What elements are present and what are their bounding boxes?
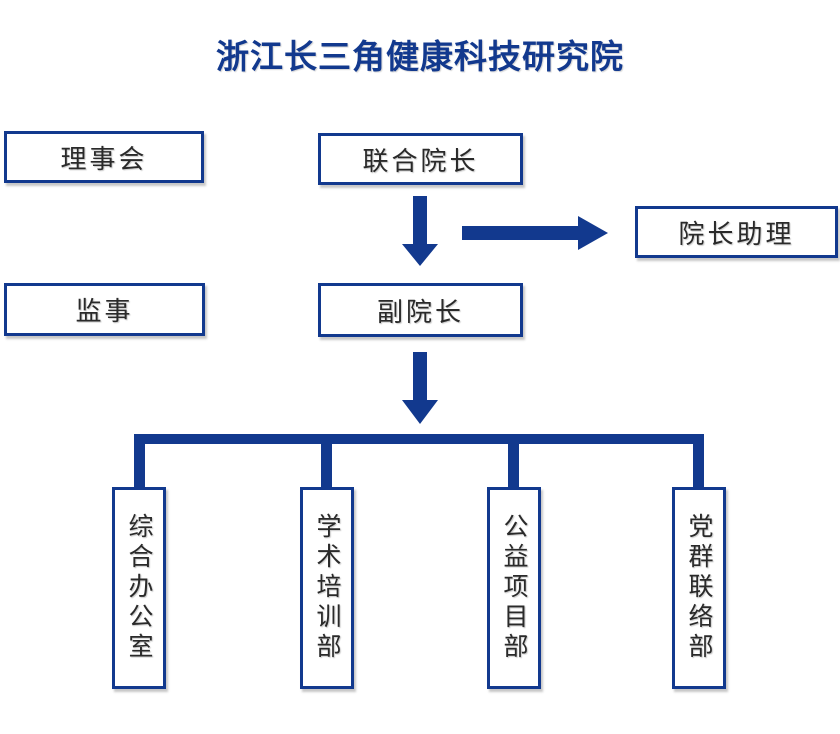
node-vice-dean: 副院长 [318, 283, 523, 337]
node-board: 理事会 [4, 131, 204, 183]
node-joint-dean: 联合院长 [318, 133, 523, 185]
node-public-welfare-project-dept: 公益项目部 [487, 487, 541, 689]
node-dean-assistant: 院长助理 [635, 206, 838, 258]
down-arrow-icon [402, 196, 438, 266]
node-party-mass-liaison-dept: 党群联络部 [672, 487, 726, 689]
node-supervisor: 监事 [4, 283, 205, 336]
right-arrow-icon [462, 216, 608, 250]
node-academic-training-dept: 学术培训部 [300, 487, 354, 689]
page-title: 浙江长三角健康科技研究院 [216, 38, 624, 75]
node-general-office: 综合办公室 [112, 487, 166, 689]
down-arrow-icon [402, 352, 438, 424]
branch-connector [134, 434, 704, 488]
